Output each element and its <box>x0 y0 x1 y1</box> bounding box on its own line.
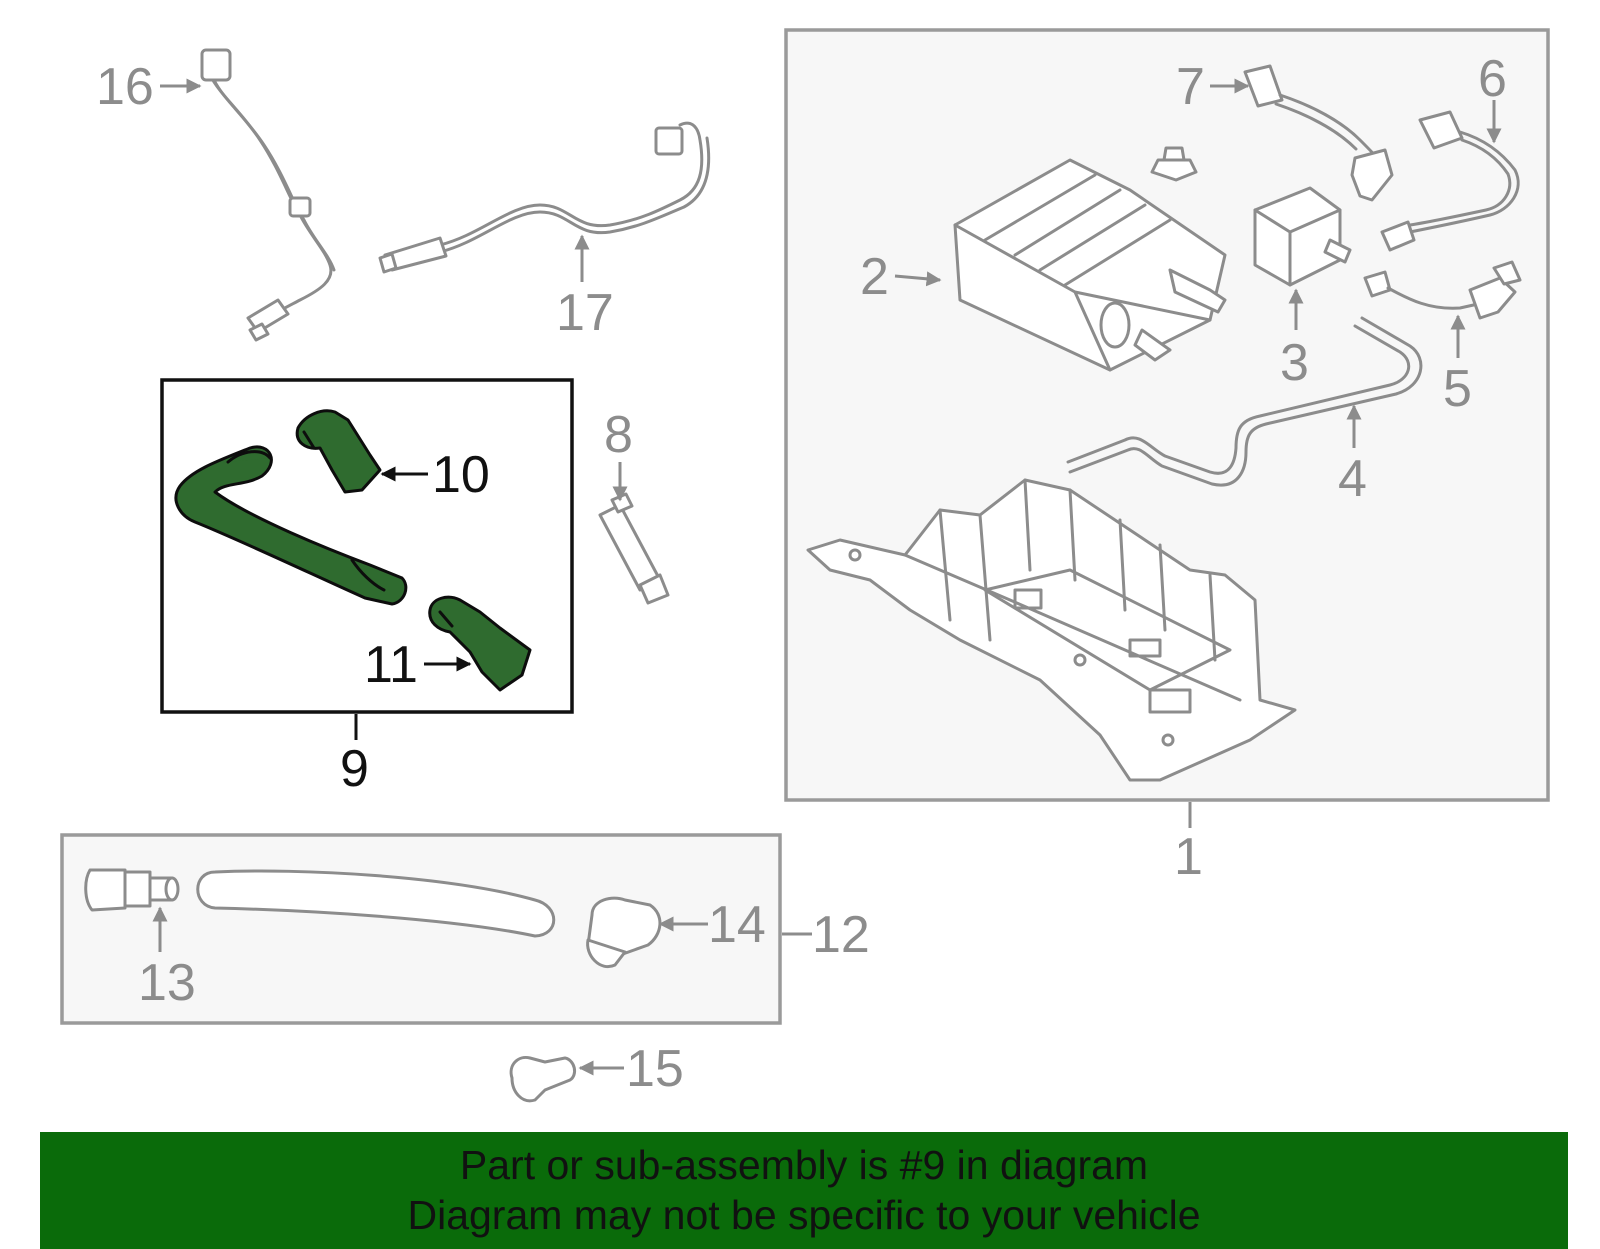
callout-15: 15 <box>626 1040 684 1098</box>
grommet <box>1150 146 1198 182</box>
evap-canister-2 <box>953 158 1227 372</box>
callout-9: 9 <box>340 740 369 798</box>
callout-1: 1 <box>1174 828 1203 886</box>
callout-6: 6 <box>1478 50 1507 108</box>
callout-12: 12 <box>812 906 870 964</box>
sensor-harness-5 <box>1363 260 1522 320</box>
oxygen-sensor-17 <box>378 121 711 274</box>
callout-2: 2 <box>860 248 889 306</box>
callout-11: 11 <box>364 636 418 694</box>
callout-16: 16 <box>96 58 154 116</box>
vent-tube-4 <box>1066 316 1423 487</box>
callout-8: 8 <box>604 406 633 464</box>
callout-10: 10 <box>432 446 490 504</box>
info-banner: Part or sub-assembly is #9 in diagram Di… <box>40 1132 1568 1249</box>
vent-valve-3 <box>1253 186 1352 287</box>
oxygen-sensor-16 <box>200 48 336 342</box>
sensor-harness-6 <box>1380 110 1520 252</box>
connector-10 <box>295 409 382 494</box>
connector-11 <box>428 595 532 692</box>
fitting-14 <box>586 896 662 969</box>
callout-3: 3 <box>1280 334 1309 392</box>
callout-17: 17 <box>556 284 614 342</box>
canister-tray-1 <box>806 478 1297 782</box>
callout-5: 5 <box>1443 360 1472 418</box>
sensor-8 <box>598 492 670 605</box>
leader-2 <box>894 271 942 287</box>
fitting-13 <box>84 868 180 912</box>
sensor-harness-7 <box>1243 64 1394 202</box>
banner-line-1: Part or sub-assembly is #9 in diagram <box>459 1142 1149 1188</box>
banner-line-2: Diagram may not be specific to your vehi… <box>407 1192 1201 1238</box>
vent-hose-assembly-9 <box>174 445 408 606</box>
callout-7: 7 <box>1176 58 1205 116</box>
callout-14: 14 <box>708 896 766 954</box>
hose-12 <box>196 869 556 938</box>
callout-13: 13 <box>138 954 196 1012</box>
fitting-15 <box>509 1055 577 1103</box>
callout-4: 4 <box>1338 450 1367 508</box>
